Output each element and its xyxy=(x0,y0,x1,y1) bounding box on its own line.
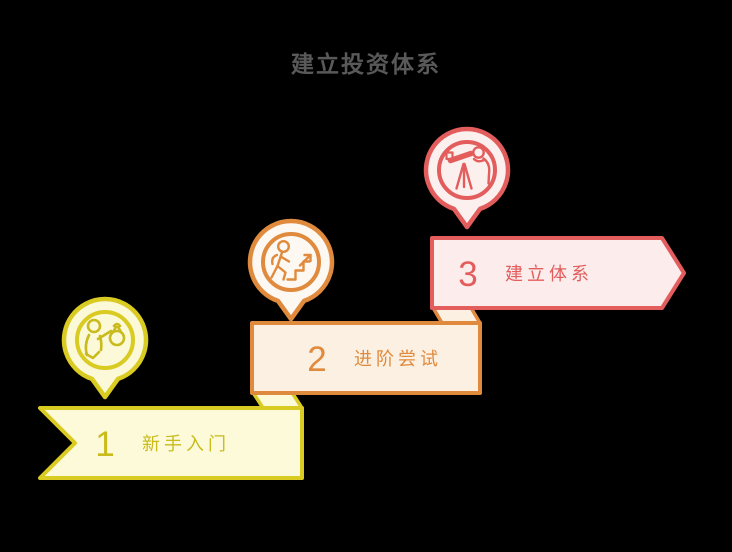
step-1-number: 1 xyxy=(95,425,114,464)
page-title: 建立投资体系 xyxy=(291,51,441,77)
step-2-number: 2 xyxy=(307,340,326,379)
step-1-pin xyxy=(61,296,149,400)
step-2-banner xyxy=(250,321,482,395)
climb-stairs-arrow-icon xyxy=(270,239,312,281)
telescope-outlook-icon xyxy=(445,146,491,190)
step-1-banner xyxy=(38,406,304,480)
step-2-label: 进阶尝试 xyxy=(354,349,442,369)
step-3-inner-ring xyxy=(437,140,497,200)
step-3-pin xyxy=(423,126,511,230)
step-3-number: 3 xyxy=(458,255,477,294)
step-1-inner-ring xyxy=(75,310,135,370)
step-2-pin xyxy=(247,218,335,322)
step-2-inner-ring xyxy=(261,232,321,292)
step-3-label: 建立体系 xyxy=(505,264,593,284)
beginner-money-bag-icon xyxy=(84,318,126,360)
step-3-banner xyxy=(430,236,686,310)
step-1-label: 新手入门 xyxy=(142,434,230,454)
